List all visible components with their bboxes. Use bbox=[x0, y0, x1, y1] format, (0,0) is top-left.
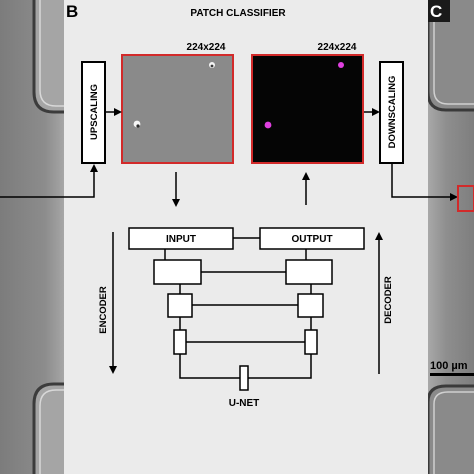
panel-b-title: PATCH CLASSIFIER bbox=[190, 8, 286, 19]
detection-spot bbox=[264, 121, 272, 129]
panel-c-letter: C bbox=[430, 2, 442, 21]
panel-b-letter: B bbox=[66, 2, 78, 21]
cell-spot bbox=[136, 124, 140, 128]
output-patch-image bbox=[251, 54, 364, 164]
scale-bar-label: 100 µm bbox=[430, 360, 468, 372]
input-block-label: INPUT bbox=[166, 234, 196, 245]
unet-label: U-NET bbox=[229, 398, 260, 409]
detection-spot bbox=[338, 62, 344, 68]
input-patch-image bbox=[121, 54, 234, 164]
target-highlight-box bbox=[457, 185, 474, 212]
downscale-to-target-arrow bbox=[391, 163, 458, 201]
left-microscopy-strip bbox=[0, 0, 64, 474]
decoder-block-1 bbox=[285, 259, 333, 285]
encoder-block-2 bbox=[167, 293, 193, 318]
encoder-block-1 bbox=[153, 259, 202, 285]
upscaling-box: UPSCALING bbox=[81, 61, 106, 164]
flow-arrows bbox=[0, 108, 458, 374]
cell-spot bbox=[210, 64, 214, 68]
output-image-size-label: 224x224 bbox=[318, 42, 357, 53]
downscaling-label: DOWNSCALING bbox=[387, 76, 398, 149]
scale-bar: 100 µm bbox=[430, 360, 474, 376]
input-image-size-label: 224x224 bbox=[187, 42, 226, 53]
panel-c-letter-bg bbox=[428, 0, 450, 22]
encoder-label: ENCODER bbox=[98, 286, 109, 334]
output-block bbox=[259, 227, 365, 250]
decoder-label: DECODER bbox=[383, 276, 394, 324]
source-to-upscale-arrow bbox=[0, 164, 98, 198]
upscaling-label: UPSCALING bbox=[89, 84, 100, 140]
decoder-block-3 bbox=[304, 329, 318, 355]
right-microscopy-strip bbox=[426, 0, 474, 474]
input-block bbox=[128, 227, 234, 250]
scale-bar-line bbox=[430, 373, 474, 376]
encoder-block-3 bbox=[173, 329, 187, 355]
unet-diagram bbox=[128, 227, 365, 391]
downscaling-box: DOWNSCALING bbox=[379, 61, 404, 164]
decoder-block-2 bbox=[297, 293, 324, 318]
output-block-label: OUTPUT bbox=[291, 234, 332, 245]
bottleneck-block bbox=[239, 365, 249, 391]
